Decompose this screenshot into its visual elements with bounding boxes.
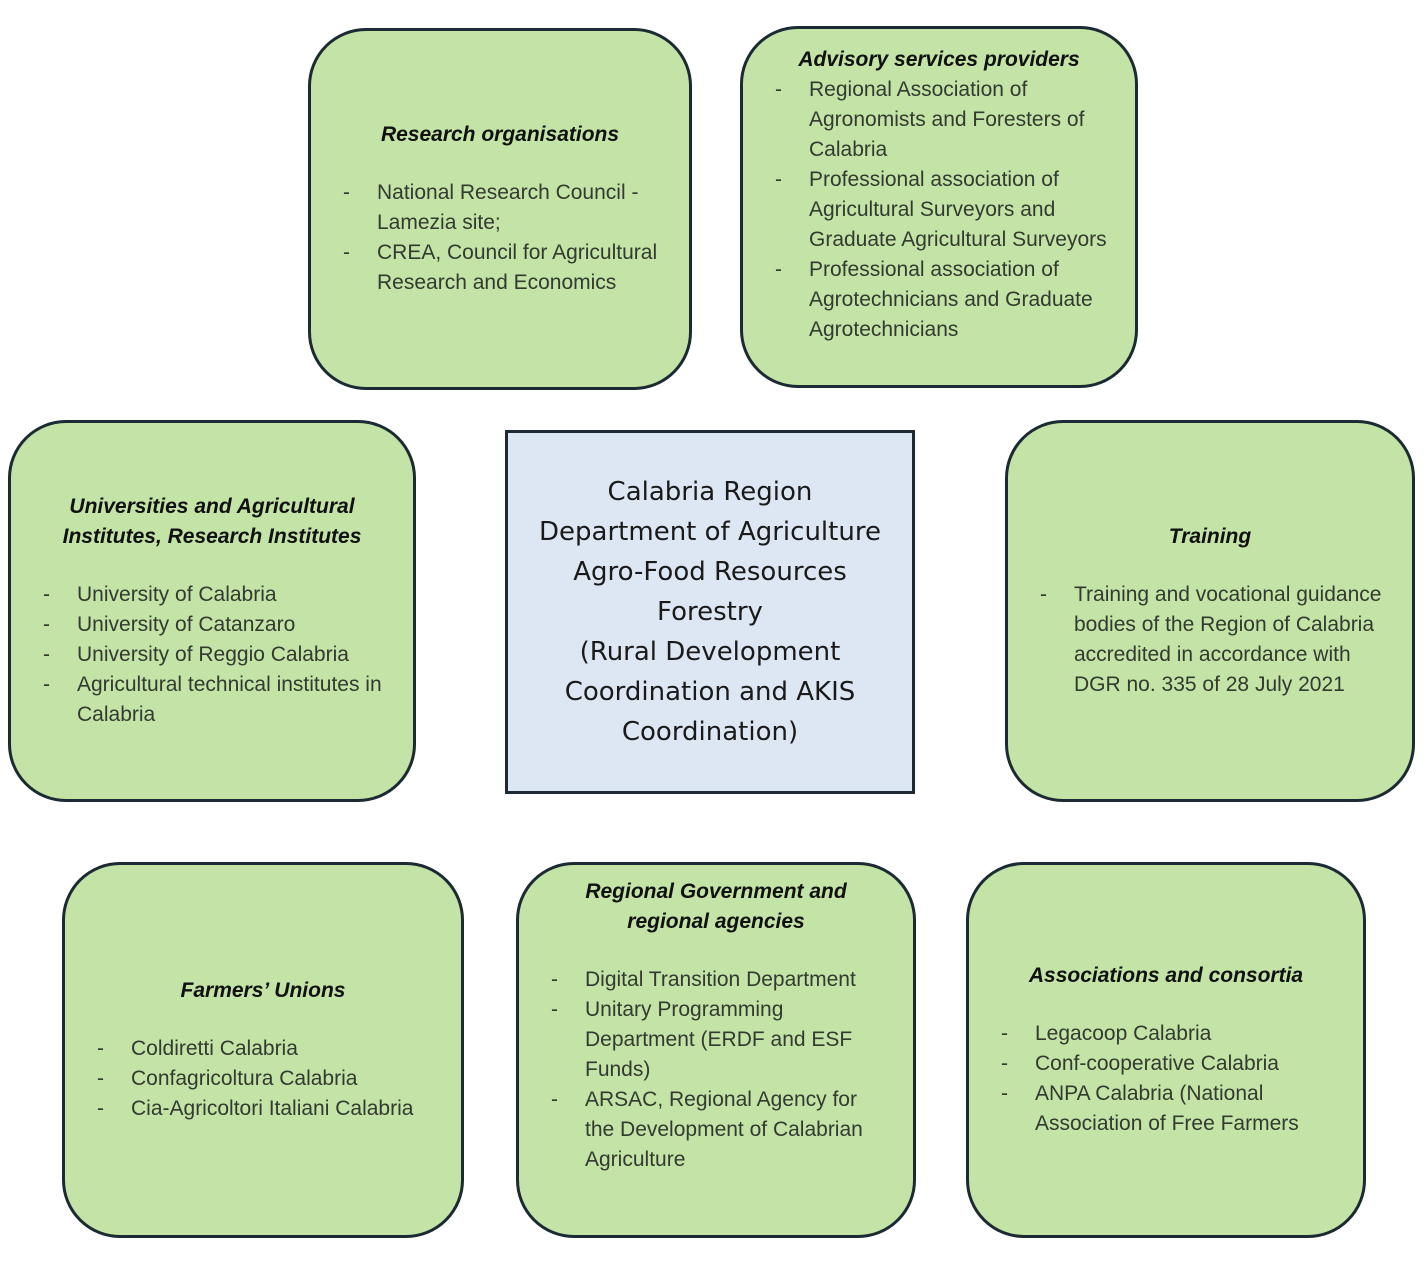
list-item: Professional association of Agrotechnici… <box>769 255 1109 345</box>
universities-box: Universities and Agricultural Institutes… <box>8 420 416 802</box>
list-item: University of Catanzaro <box>37 610 387 640</box>
advisory-services-box: Advisory services providers Regional Ass… <box>740 26 1138 388</box>
center-line: Calabria Region <box>607 477 813 507</box>
list-item: Conf-cooperative Calabria <box>995 1049 1337 1079</box>
center-line: Agro-Food Resources <box>573 557 847 587</box>
list-item: National Research Council - Lamezia site… <box>337 178 663 238</box>
universities-list: University of Calabria University of Cat… <box>37 580 387 730</box>
associations-consortia-title: Associations and consortia <box>1028 964 1304 987</box>
list-item: University of Calabria <box>37 580 387 610</box>
farmers-unions-box: Farmers’ Unions Coldiretti Calabria Conf… <box>62 862 464 1238</box>
universities-title: Universities and Agricultural Institutes… <box>62 495 362 548</box>
list-item: Cia-Agricoltori Italiani Calabria <box>91 1094 435 1124</box>
research-organisations-list: National Research Council - Lamezia site… <box>337 178 663 298</box>
center-line: (Rural Development <box>579 637 841 667</box>
list-item: Digital Transition Department <box>545 965 887 995</box>
training-list: Training and vocational guidance bodies … <box>1034 580 1386 700</box>
list-item: CREA, Council for Agricultural Research … <box>337 238 663 298</box>
training-title: Training <box>1168 525 1252 548</box>
farmers-unions-list: Coldiretti Calabria Confagricoltura Cala… <box>91 1034 435 1124</box>
list-item: Training and vocational guidance bodies … <box>1034 580 1386 700</box>
center-line: Coordination) <box>621 717 799 747</box>
list-item: University of Reggio Calabria <box>37 640 387 670</box>
list-item: Legacoop Calabria <box>995 1019 1337 1049</box>
center-line: Department of Agriculture <box>539 517 881 547</box>
regional-government-list: Digital Transition Department Unitary Pr… <box>545 965 887 1175</box>
center-line: Coordination and AKIS <box>564 677 856 707</box>
advisory-services-list: Regional Association of Agronomists and … <box>769 75 1109 345</box>
center-text: Calabria Region Department of Agricultur… <box>539 472 881 752</box>
research-organisations-box: Research organisations National Research… <box>308 28 692 390</box>
associations-consortia-list: Legacoop Calabria Conf-cooperative Calab… <box>995 1019 1337 1139</box>
list-item: Regional Association of Agronomists and … <box>769 75 1109 165</box>
training-box: Training Training and vocational guidanc… <box>1005 420 1415 802</box>
list-item: ARSAC, Regional Agency for the Developme… <box>545 1085 887 1175</box>
advisory-services-title: Advisory services providers <box>798 48 1080 71</box>
list-item: ANPA Calabria (National Association of F… <box>995 1079 1337 1139</box>
regional-government-title: Regional Government and regional agencie… <box>585 880 847 933</box>
research-organisations-title: Research organisations <box>380 123 620 146</box>
list-item: Unitary Programming Department (ERDF and… <box>545 995 887 1085</box>
center-line: Forestry <box>657 597 763 627</box>
list-item: Professional association of Agricultural… <box>769 165 1109 255</box>
calabria-region-center-box: Calabria Region Department of Agricultur… <box>505 430 915 794</box>
list-item: Coldiretti Calabria <box>91 1034 435 1064</box>
list-item: Confagricoltura Calabria <box>91 1064 435 1094</box>
regional-government-box: Regional Government and regional agencie… <box>516 862 916 1238</box>
farmers-unions-title: Farmers’ Unions <box>180 979 346 1002</box>
list-item: Agricultural technical institutes in Cal… <box>37 670 387 730</box>
associations-consortia-box: Associations and consortia Legacoop Cala… <box>966 862 1366 1238</box>
